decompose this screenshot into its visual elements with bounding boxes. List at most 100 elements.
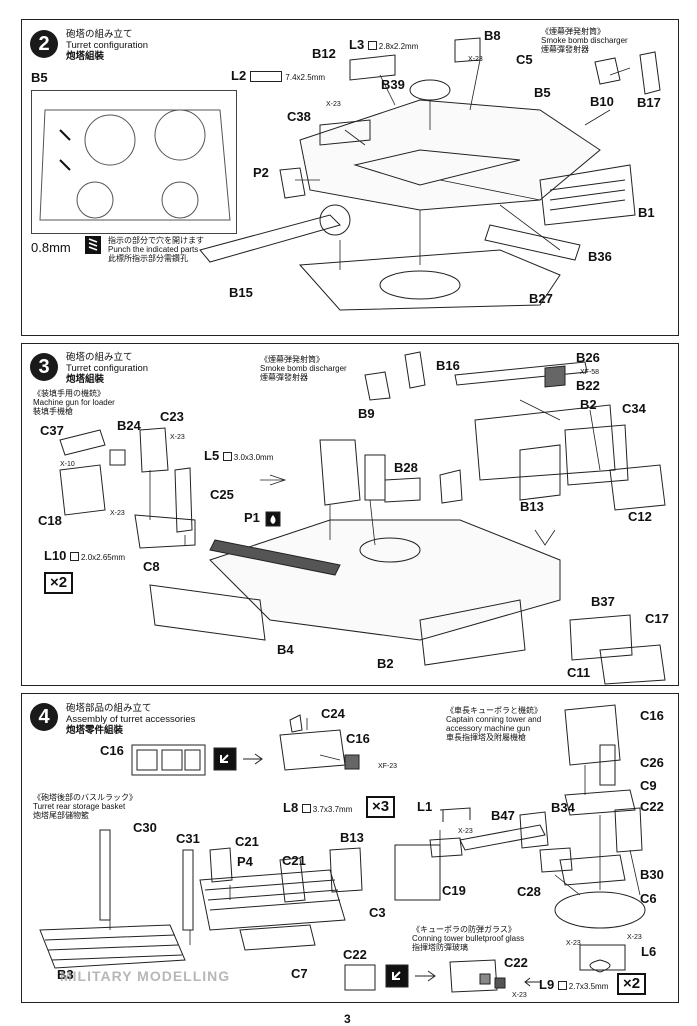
drill-icon — [85, 236, 101, 254]
part-c19: C19 — [442, 883, 466, 898]
part-p1: P1 — [244, 510, 260, 525]
paint-xf58: XF-58 — [580, 369, 600, 376]
part-c9: C9 — [640, 778, 657, 793]
paint-x23-s4d: X-23 — [512, 992, 527, 999]
part-c12: C12 — [628, 509, 652, 524]
part-b8: B8 — [484, 28, 501, 43]
paint-x10: X-10 — [60, 461, 75, 468]
drill-size-label: 0.8mm — [31, 240, 71, 255]
step-2-title: 砲塔の組み立て Turret configuration 炮塔組裝 — [66, 29, 149, 62]
part-b28: B28 — [394, 460, 418, 475]
turret-body-s3 — [149, 351, 666, 685]
glass-s4 — [344, 959, 540, 993]
step-2-smoke-title: 《煙幕弾発射筒》 Smoke bomb discharger 煙幕彈發射器 — [541, 27, 628, 54]
basket-s4 — [39, 829, 363, 969]
part-b3: B3 — [57, 967, 74, 982]
part-c22-b: C22 — [343, 947, 367, 962]
part-b1: B1 — [638, 205, 655, 220]
part-l8: L8 3.7x3.7mm — [283, 800, 353, 815]
step-4-cupola-title: 《車長キューポラと機銃》 Captain conning tower and a… — [446, 706, 542, 742]
part-b13-s4: B13 — [340, 830, 364, 845]
part-c30: C30 — [133, 820, 157, 835]
step-3-mg-title: 《装填手用の機銃》 Machine gun for loader 裝填手機槍 — [33, 389, 115, 416]
part-c25: C25 — [210, 487, 234, 502]
smoke-discharger-s2 — [484, 51, 661, 261]
part-c17: C17 — [645, 611, 669, 626]
part-b26: B26 — [576, 350, 600, 365]
inset-turret-top — [39, 109, 231, 221]
part-l3: L3 2.8x2.2mm — [349, 37, 419, 52]
step-4-number: 4 — [30, 703, 58, 731]
direction-icon-a — [213, 747, 237, 771]
step-4-glass-title: 《キューポラの防弾ガラス》 Conning tower bulletproof … — [412, 925, 525, 952]
part-b15: B15 — [229, 285, 253, 300]
part-l5: L5 3.0x3.0mm — [204, 448, 274, 463]
part-b4: B4 — [277, 642, 294, 657]
part-b10: B10 — [590, 94, 614, 109]
part-c31: C31 — [176, 831, 200, 846]
part-l6: L6 — [641, 944, 657, 959]
part-b2-b: B2 — [377, 656, 394, 671]
turret-body-s2 — [279, 37, 601, 211]
arrows-s4 — [109, 718, 641, 945]
part-c22-c: C22 — [504, 955, 528, 970]
paint-x23-s3b: X-23 — [110, 510, 125, 517]
paint-x23-s4a: X-23 — [458, 828, 473, 835]
part-b5: B5 — [534, 85, 551, 100]
part-l1: L1 — [417, 799, 433, 814]
part-b22: B22 — [576, 378, 600, 393]
part-c37: C37 — [40, 423, 64, 438]
part-c3: C3 — [369, 905, 386, 920]
cupola-s4 — [394, 704, 646, 973]
part-b9: B9 — [358, 406, 375, 421]
arrows-s2 — [295, 59, 631, 270]
part-l2: L2 7.4x2.5mm — [231, 68, 325, 83]
part-c7: C7 — [291, 966, 308, 981]
b5-inset-box — [31, 90, 237, 234]
mg-loader-s3 — [59, 427, 196, 549]
part-c16-a-frame — [131, 744, 206, 776]
part-b47: B47 — [491, 808, 515, 823]
part-c34: C34 — [622, 401, 646, 416]
page-number: 3 — [344, 1012, 351, 1026]
part-c5: C5 — [516, 52, 533, 67]
part-c38: C38 — [287, 109, 311, 124]
part-b24: B24 — [117, 418, 141, 433]
arrows-s3 — [149, 399, 601, 546]
paint-xf23: XF-23 — [378, 763, 398, 770]
part-c18: C18 — [38, 513, 62, 528]
c16-assembly-s4 — [279, 714, 360, 771]
step-4-multiplier-x3: ×3 — [366, 796, 396, 818]
step-3-title: 砲塔の組み立て Turret configuration 炮塔組裝 — [66, 352, 149, 385]
part-b37: B37 — [591, 594, 615, 609]
step-4-title: 砲塔部品の組み立て Assembly of turret accessories… — [66, 703, 196, 736]
part-c16-b: C16 — [346, 731, 370, 746]
step-4-multiplier-x2: ×2 — [617, 973, 647, 995]
turret-bottom-s2 — [298, 249, 561, 311]
part-l10: L10 2.0x2.65mm — [44, 548, 126, 563]
part-b16: B16 — [436, 358, 460, 373]
paint-x23-b: X-23 — [326, 101, 341, 108]
step-4-basket-title: 《砲塔後部のバスルラック》 Turret rear storage basket… — [33, 793, 137, 820]
step-3-smoke-title: 《煙幕弾発射筒》 Smoke bomb discharger 煙幕彈發射器 — [260, 355, 347, 382]
part-c21-a: C21 — [235, 834, 259, 849]
paint-x23-a: X-23 — [468, 56, 483, 63]
paint-x23-s4c: X-23 — [627, 934, 642, 941]
part-b36: B36 — [588, 249, 612, 264]
inset-label-b5: B5 — [31, 70, 48, 85]
part-c11: C11 — [567, 665, 591, 680]
gun-barrel — [199, 204, 351, 263]
part-c24: C24 — [321, 706, 345, 721]
part-c21-b: C21 — [282, 853, 306, 868]
part-c16-a: C16 — [100, 743, 124, 758]
step-3-multiplier: ×2 — [44, 572, 74, 594]
step-2-number: 2 — [30, 30, 58, 58]
part-c6: C6 — [640, 891, 657, 906]
drill-note: 指示の部分で穴を開けます Punch the indicated parts 此… — [108, 236, 204, 263]
part-c16-c: C16 — [640, 708, 664, 723]
paint-x23-s3a: X-23 — [170, 434, 185, 441]
part-p4: P4 — [237, 854, 253, 869]
part-b30: B30 — [640, 867, 664, 882]
part-c8: C8 — [143, 559, 160, 574]
